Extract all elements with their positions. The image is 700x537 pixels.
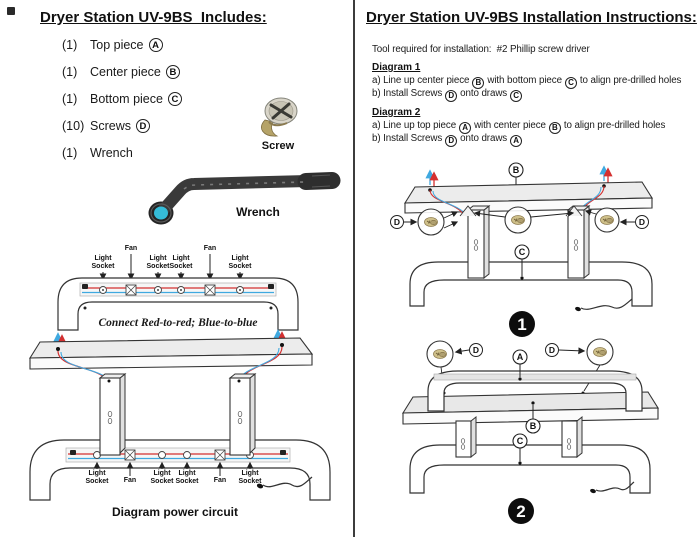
circled-letter: B <box>548 121 561 134</box>
assembly-diagram-2: D D A B C <box>401 338 659 524</box>
circled-letter: C <box>510 89 523 102</box>
callout-A: A <box>517 352 524 362</box>
item-label: Wrench <box>90 146 133 160</box>
parts-list: (1) Top piece A (1) Center piece B (1) B… <box>62 38 182 173</box>
right-page-title: Dryer Station UV-9BS Installation Instru… <box>366 9 697 26</box>
circuit-label-bot-5: Light Socket <box>238 470 262 486</box>
text: a) Line up top piece <box>372 120 457 131</box>
circled-letter: D <box>445 89 458 102</box>
circled-letter: D <box>445 134 458 147</box>
wrench-photo <box>148 172 341 225</box>
diagram1-heading: Diagram 1 <box>372 62 421 73</box>
circuit-label-top-0: Light Socket <box>91 255 115 271</box>
right-page <box>353 0 700 537</box>
tool-note: Tool required for installation: #2 Phill… <box>372 44 590 55</box>
circuit-label-top-3: Light Socket <box>169 255 193 271</box>
circled-letter: A <box>459 121 472 134</box>
circled-letter: A <box>510 134 523 147</box>
step-2-number: 2 <box>516 502 525 521</box>
list-item: (1) Center piece B <box>62 65 182 79</box>
text: with center piece <box>474 120 546 131</box>
circled-letter: C <box>564 76 577 89</box>
wrench-caption: Wrench <box>236 205 280 219</box>
text: with bottom piece <box>487 75 562 86</box>
circuit-label-bot-3: Light Socket <box>175 470 199 486</box>
text: a) Line up center piece <box>372 75 470 86</box>
circuit-label-top-2: Light Socket <box>146 255 170 271</box>
item-qty: (1) <box>62 65 78 79</box>
text: b) Install Screws <box>372 133 443 144</box>
callout-D-left: D <box>473 345 479 355</box>
text: to align pre-drilled holes <box>563 120 666 131</box>
circuit-label-top-4: Fan <box>203 245 217 252</box>
circled-letter: B <box>165 65 180 79</box>
circuit-label-top-1: Fan <box>124 245 138 252</box>
item-label: Top piece <box>90 38 144 52</box>
text: b) Install Screws <box>372 88 443 99</box>
circuit-label-bot-0: Light Socket <box>85 470 109 486</box>
callout-C: C <box>517 436 524 446</box>
list-item: (1) Top piece A <box>62 38 182 52</box>
circuit-label-top-5: Light Socket <box>228 255 252 271</box>
screw-caption: Screw <box>261 140 295 152</box>
list-item: (1) Wrench <box>62 146 182 160</box>
item-label: Bottom piece <box>90 92 163 106</box>
item-qty: (1) <box>62 92 78 106</box>
text: onto draws <box>460 133 508 144</box>
callout-B: B <box>513 165 520 175</box>
list-item: (10) Screws D <box>62 119 182 133</box>
circled-letter: D <box>135 119 150 133</box>
text: to align pre-drilled holes <box>579 75 682 86</box>
diagram2-heading: Diagram 2 <box>372 107 421 118</box>
callout-C: C <box>519 247 526 257</box>
circuit-caption: Diagram power circuit <box>111 505 239 519</box>
text: onto draws <box>460 88 508 99</box>
step-1-badge <box>509 311 535 337</box>
circled-letter: A <box>148 38 163 52</box>
assembly-diagram-1: B <box>390 162 653 337</box>
callout-B: B <box>530 421 537 431</box>
step-2-badge <box>508 498 534 524</box>
connect-note: Connect Red-to-red; Blue-to-blue <box>98 317 257 329</box>
circuit-label-bot-4: Fan <box>213 477 227 484</box>
scan-corner-mark <box>7 7 15 15</box>
callout-D-left: D <box>394 217 400 227</box>
step-1-number: 1 <box>517 315 526 334</box>
wrench-cap <box>154 206 168 220</box>
item-qty: (1) <box>62 38 78 52</box>
callout-D-right: D <box>549 345 555 355</box>
item-qty: (10) <box>62 119 85 133</box>
circled-letter: C <box>167 92 182 106</box>
callout-D-right: D <box>639 217 645 227</box>
power-circuit-diagram: Connect Red-to-red; Blue-to-blue <box>28 254 331 501</box>
list-item: (1) Bottom piece C <box>62 92 182 106</box>
circled-letter: B <box>472 76 485 89</box>
item-label: Center piece <box>90 65 161 79</box>
item-label: Screws <box>90 119 131 133</box>
circuit-label-bot-1: Fan <box>123 477 137 484</box>
power-plug <box>256 483 264 489</box>
circuit-label-bot-2: Light Socket <box>150 470 174 486</box>
screw-photo <box>261 97 298 137</box>
left-page-title: Dryer Station UV-9BS Includes: <box>40 9 267 26</box>
item-qty: (1) <box>62 146 78 160</box>
